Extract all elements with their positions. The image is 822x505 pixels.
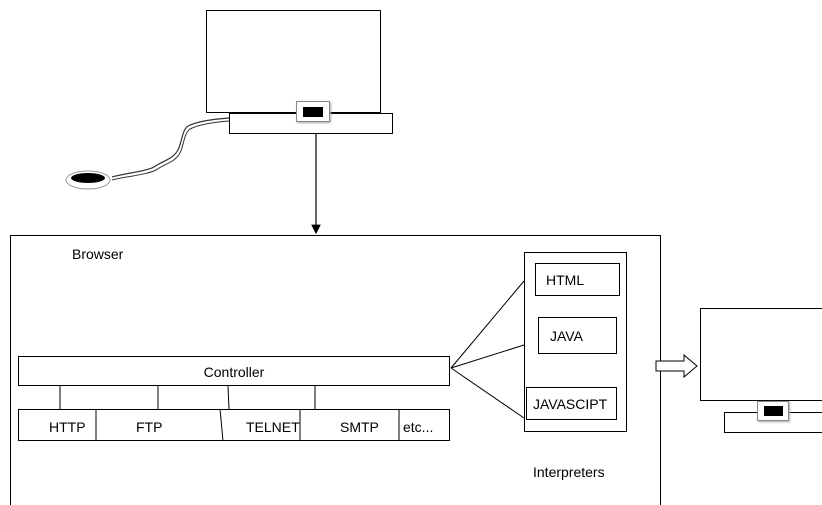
hollow-right-arrow-icon — [655, 353, 698, 379]
protocol-telnet: TELNET — [246, 419, 300, 435]
interpreter-javascipt-box: JAVASCIPT — [526, 387, 617, 420]
controller-box: Controller — [18, 356, 450, 386]
output-monitor-icon — [700, 308, 822, 401]
interpreters-title: Interpreters — [533, 464, 605, 480]
protocol-etc: etc... — [403, 419, 434, 435]
mouse-icon — [65, 170, 111, 190]
output-power-button-icon — [757, 401, 789, 421]
interpreter-javascipt-label: JAVASCIPT — [533, 396, 608, 412]
mouse-cable — [111, 117, 230, 178]
diagram-connectors — [59, 117, 698, 442]
controller-label: Controller — [203, 364, 265, 380]
power-button-icon — [296, 101, 330, 122]
interpreter-java-label: JAVA — [550, 328, 583, 344]
protocol-ftp: FTP — [136, 419, 163, 435]
interpreter-java-box: JAVA — [538, 317, 617, 354]
browser-title: Browser — [72, 246, 124, 262]
protocols-row: HTTP FTP TELNET SMTP etc... — [18, 409, 450, 441]
protocol-smtp: SMTP — [340, 419, 379, 435]
interpreter-html-box: HTML — [535, 263, 620, 296]
client-monitor-icon — [206, 10, 381, 113]
protocol-http: HTTP — [49, 419, 86, 435]
interpreter-html-label: HTML — [546, 272, 585, 288]
